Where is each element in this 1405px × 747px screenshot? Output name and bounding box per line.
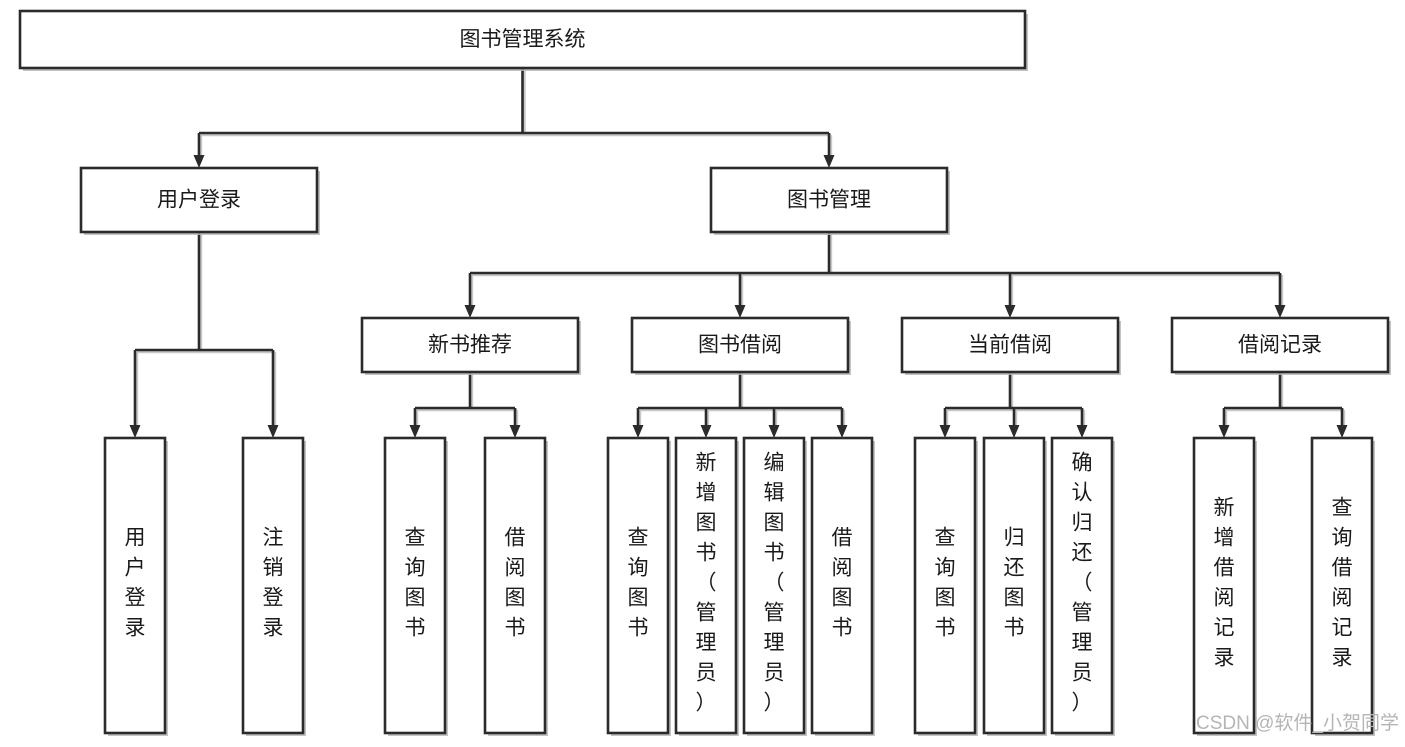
arrow-head-icon (939, 425, 951, 438)
node-label: 注销登录 (263, 527, 284, 640)
arrow-head-icon (1076, 425, 1088, 438)
node-user-login[interactable]: 用户登录 (79, 166, 320, 235)
arrow-head-icon (1004, 305, 1016, 318)
node-label: 确认归还（管理员） (1072, 452, 1093, 715)
node-new-book-recommend[interactable]: 新书推荐 (360, 316, 581, 375)
arrow-head-icon (836, 425, 848, 438)
arrow-head-icon (129, 425, 141, 438)
node-label: 新书推荐 (428, 334, 512, 357)
arrow-head-icon (632, 425, 644, 438)
node-book-manage[interactable]: 图书管理 (709, 166, 950, 235)
arrow-head-icon (734, 305, 746, 318)
node-label: 归还图书 (1004, 527, 1025, 640)
arrow-head-icon (267, 425, 279, 438)
node-leaf-query-book-2[interactable]: 查询图书 (606, 436, 671, 736)
node-label: 借阅图书 (505, 527, 526, 640)
csdn-watermark: CSDN @软件_小贺同学 (1196, 712, 1399, 734)
node-label: 借阅记录 (1238, 334, 1322, 357)
arrow-head-icon (823, 155, 835, 168)
node-leaf-add-book[interactable]: 新增图书（管理员） (674, 436, 739, 736)
arrow-head-icon (509, 425, 521, 438)
arrow-head-icon (700, 425, 712, 438)
node-leaf-confirm-return[interactable]: 确认归还（管理员） (1050, 436, 1115, 736)
node-label: 查询借阅记录 (1332, 497, 1353, 670)
node-label: 图书管理 (787, 189, 871, 212)
arrow-head-icon (768, 425, 780, 438)
arrow-head-icon (1274, 305, 1286, 318)
nodes-layer: 图书管理系统用户登录图书管理新书推荐图书借阅当前借阅借阅记录用户登录注销登录查询… (18, 9, 1391, 736)
node-leaf-user-login[interactable]: 用户登录 (103, 436, 168, 736)
node-leaf-add-record[interactable]: 新增借阅记录 (1192, 436, 1257, 736)
node-label: 当前借阅 (968, 334, 1052, 357)
node-leaf-query-book-1[interactable]: 查询图书 (383, 436, 448, 736)
node-label: 查询图书 (935, 527, 956, 640)
node-label: 图书借阅 (698, 334, 782, 357)
node-label: 新增图书（管理员） (696, 452, 717, 715)
node-label: 新增借阅记录 (1214, 497, 1235, 670)
node-label: 借阅图书 (832, 527, 853, 640)
node-label: 用户登录 (157, 189, 241, 212)
arrow-head-icon (1218, 425, 1230, 438)
node-leaf-borrow-book-2[interactable]: 借阅图书 (810, 436, 875, 736)
node-leaf-edit-book[interactable]: 编辑图书（管理员） (742, 436, 807, 736)
arrow-head-icon (193, 155, 205, 168)
node-label: 图书管理系统 (460, 28, 586, 51)
arrow-head-icon (409, 425, 421, 438)
node-root-root[interactable]: 图书管理系统 (18, 9, 1028, 71)
node-leaf-user-logout[interactable]: 注销登录 (241, 436, 306, 736)
node-label: 编辑图书（管理员） (764, 452, 785, 715)
node-book-borrow[interactable]: 图书借阅 (630, 316, 851, 375)
node-label: 查询图书 (628, 527, 649, 640)
node-label: 查询图书 (405, 527, 426, 640)
node-leaf-borrow-book-1[interactable]: 借阅图书 (483, 436, 548, 736)
arrow-head-icon (1336, 425, 1348, 438)
node-label: 用户登录 (125, 527, 146, 640)
node-borrow-record[interactable]: 借阅记录 (1170, 316, 1391, 375)
node-leaf-query-book-3[interactable]: 查询图书 (913, 436, 978, 736)
node-leaf-return-book[interactable]: 归还图书 (982, 436, 1047, 736)
arrow-head-icon (464, 305, 476, 318)
arrow-head-icon (1008, 425, 1020, 438)
node-leaf-query-record[interactable]: 查询借阅记录 (1310, 436, 1375, 736)
node-current-borrow[interactable]: 当前借阅 (900, 316, 1121, 375)
connectors-layer (129, 68, 1348, 438)
